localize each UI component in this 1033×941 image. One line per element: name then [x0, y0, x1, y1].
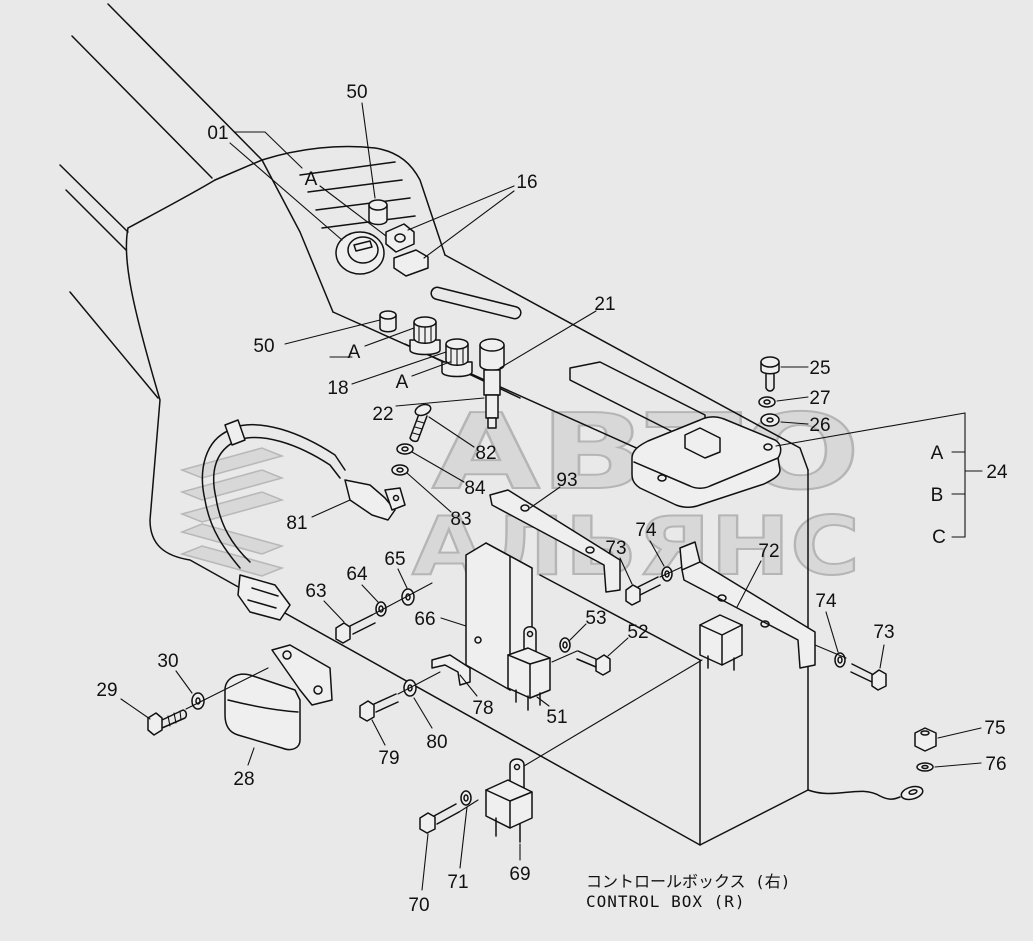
callout-74-right: 74	[815, 591, 837, 612]
callout-52: 52	[627, 622, 648, 643]
washer-71	[460, 790, 472, 806]
unit-24	[631, 416, 782, 508]
relay-28	[224, 644, 333, 751]
callout-70: 70	[408, 895, 429, 916]
assembly-lines	[185, 566, 847, 813]
callout-80: 80	[426, 732, 447, 753]
callout-53: 53	[585, 608, 606, 629]
relay-on-bracket-72	[699, 614, 743, 671]
caption-japanese: コントロールボックス (右)	[586, 872, 790, 891]
watermark-logo	[179, 447, 285, 577]
callout-66: 66	[414, 609, 435, 630]
washer-27	[758, 396, 776, 408]
callout-21: 21	[594, 294, 615, 315]
nut-75	[914, 727, 937, 752]
callout-69: 69	[509, 864, 530, 885]
washer-76	[916, 762, 934, 772]
bolt-79	[359, 693, 399, 722]
callout-75: 75	[984, 718, 1005, 739]
callout-74-left: 74	[635, 520, 657, 541]
relay-69	[485, 758, 533, 843]
washer-53	[559, 637, 571, 653]
bolt-82	[409, 403, 432, 443]
callout-73-right: 73	[873, 622, 894, 643]
callout-73-left: 73	[605, 538, 626, 559]
callout-24-c: C	[932, 527, 946, 548]
callout-63: 63	[305, 581, 326, 602]
key-set	[385, 223, 429, 277]
knob-switch-1	[409, 316, 441, 356]
callout-18: 18	[327, 378, 348, 399]
callout-27: 27	[809, 388, 830, 409]
knob-switch-2	[441, 338, 473, 378]
callout-81: 81	[286, 513, 307, 534]
bolt-70	[419, 803, 460, 834]
callout-16: 16	[516, 172, 537, 193]
washer-83	[391, 464, 409, 476]
washer-84	[396, 443, 414, 455]
leader-lines	[120, 102, 983, 891]
callout-29: 29	[96, 680, 117, 701]
callout-25: 25	[809, 358, 830, 379]
push-switch	[479, 338, 505, 429]
relay-51	[507, 626, 551, 711]
caption: コントロールボックス (右) CONTROL BOX (R)	[586, 872, 790, 911]
bolt-73-left	[625, 576, 661, 606]
callout-labels: 01 50 A 16 50 A 18 A 21 22 82 84 83 81 9…	[96, 82, 1008, 916]
callout-64: 64	[346, 564, 368, 585]
callout-26: 26	[809, 415, 830, 436]
callout-30: 30	[157, 651, 178, 672]
bracket-78	[431, 654, 471, 686]
callout-51: 51	[546, 707, 567, 728]
washer-26	[760, 413, 780, 427]
callout-82: 82	[475, 443, 496, 464]
callout-79: 79	[378, 748, 399, 769]
harness-connector-81	[344, 479, 406, 521]
callout-50-lower: 50	[253, 336, 274, 357]
callout-84: 84	[464, 478, 486, 499]
bolt-52	[576, 650, 611, 676]
ground-wire-terminal	[807, 785, 924, 801]
bolt-73-right	[850, 663, 887, 691]
callout-a-top: A	[305, 169, 318, 190]
callout-a-knob1: A	[348, 342, 361, 363]
bracket-93	[489, 489, 621, 593]
callout-71: 71	[447, 872, 468, 893]
switch-cap-upper	[368, 199, 388, 226]
switch-cap-lower	[379, 310, 397, 333]
callout-01: 01	[207, 123, 228, 144]
callout-93: 93	[556, 470, 577, 491]
bolt-63	[335, 614, 376, 644]
ignition-key-switch	[335, 231, 385, 275]
callout-24: 24	[986, 462, 1008, 483]
callout-50-top: 50	[346, 82, 367, 103]
caption-english: CONTROL BOX (R)	[586, 892, 746, 911]
callout-78: 78	[472, 698, 493, 719]
callout-28: 28	[233, 769, 254, 790]
callout-24-b: B	[931, 485, 944, 506]
callout-83: 83	[450, 509, 471, 530]
washer-64	[375, 601, 387, 617]
bracket-72	[679, 541, 816, 669]
callout-65: 65	[384, 549, 405, 570]
washer-65	[401, 588, 415, 606]
wire-harness	[201, 419, 346, 621]
bolt-25	[760, 356, 780, 392]
callout-22: 22	[372, 404, 393, 425]
callout-76: 76	[985, 754, 1006, 775]
callout-a-knob2: A	[396, 372, 409, 393]
callout-72: 72	[758, 541, 779, 562]
callout-24-a: A	[931, 443, 944, 464]
bolt-29	[147, 709, 188, 736]
